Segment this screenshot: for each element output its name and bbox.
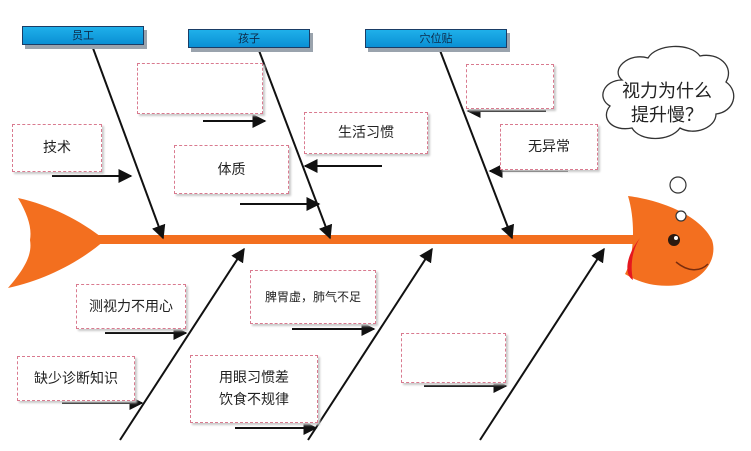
- question-line-1: 视力为什么: [612, 80, 722, 104]
- fish-spine: [92, 235, 644, 244]
- cause-box-empty-2: [466, 64, 554, 109]
- cause-eye-habits-diet: 用眼习惯差 饮食不规律: [190, 355, 318, 423]
- cause-living-habits: 生活习惯: [304, 112, 428, 154]
- cause-eye-habits: 用眼习惯差: [219, 367, 289, 389]
- fish-tail: [8, 198, 105, 288]
- problem-question: 视力为什么 提升慢？: [612, 80, 722, 128]
- question-line-2: 提升慢？: [612, 104, 722, 128]
- cause-careless-test: 测视力不用心: [76, 284, 186, 329]
- fish-eye: [668, 234, 680, 246]
- cause-spleen-lung: 脾胃虚，肺气不足: [250, 270, 376, 324]
- category-child: 孩子: [188, 29, 310, 48]
- cause-irregular-diet: 饮食不规律: [219, 389, 289, 411]
- thought-dot-small: [676, 211, 686, 221]
- fish-eye-highlight: [674, 236, 678, 240]
- cause-no-abnormality: 无异常: [500, 124, 598, 170]
- cause-box-empty-3: [401, 333, 506, 383]
- cause-technique: 技术: [12, 124, 102, 172]
- cause-lack-knowledge: 缺少诊断知识: [17, 356, 135, 401]
- thought-dot-large: [670, 177, 686, 193]
- category-staff: 员工: [22, 26, 144, 45]
- cause-physique: 体质: [174, 145, 289, 194]
- cause-box-empty-1: [137, 63, 263, 114]
- category-acupoint: 穴位贴: [365, 29, 507, 48]
